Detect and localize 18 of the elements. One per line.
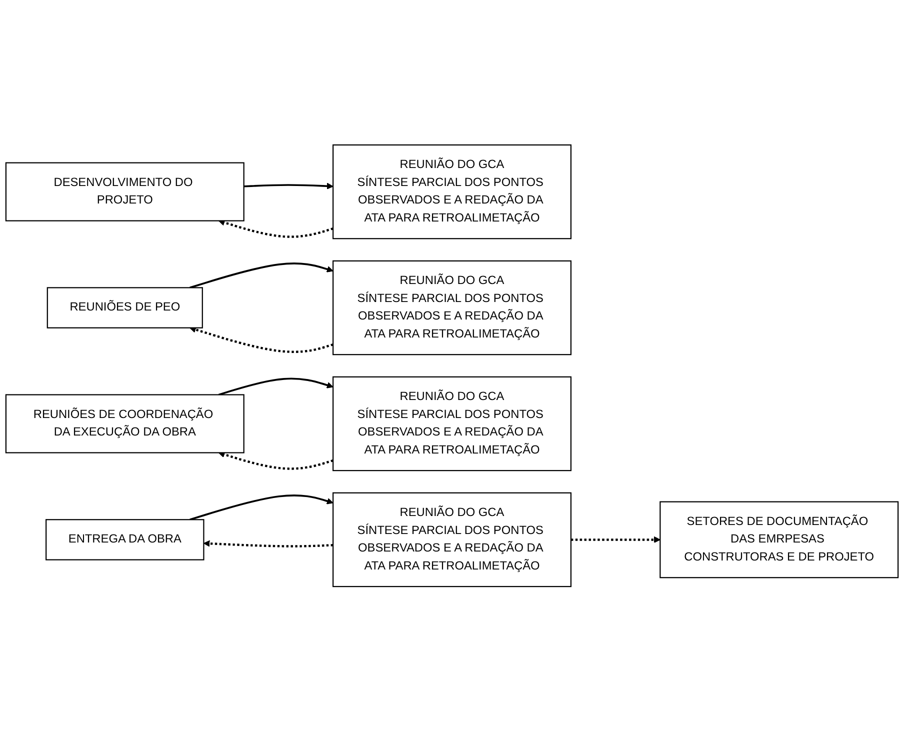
arrow (203, 540, 334, 548)
arrow (218, 219, 334, 238)
arrow (570, 536, 660, 543)
node-box: REUNIÃO DO GCA SÍNTESE PARCIAL DOS PONTOS OBSERVADOS E A REDAÇÃO DA ATA PARA RETROALIMETAÇÃO (332, 260, 572, 355)
arrow (190, 326, 334, 353)
arrow (190, 494, 334, 520)
arrow (190, 262, 334, 288)
node-box: SETORES DE DOCUMENTAÇÃO DAS EMRPESAS CONSTRUTORAS E DE PROJETO (660, 500, 899, 578)
node-box: REUNIÕES DE COORDENAÇÃO DA EXECUÇÃO DA OBRA (5, 394, 244, 454)
node-box: REUNIÃO DO GCA SÍNTESE PARCIAL DOS PONTOS OBSERVADOS E A REDAÇÃO DA ATA PARA RETROALIMETAÇÃO (332, 376, 572, 471)
node-box: REUNIÕES DE PEO (46, 286, 203, 328)
node-box: REUNIÃO DO GCA SÍNTESE PARCIAL DOS PONTOS OBSERVADOS E A REDAÇÃO DA ATA PARA RETROALIMETAÇÃO (332, 144, 572, 239)
arrow (218, 451, 334, 470)
node-box: DESENVOLVIMENTO DO PROJETO (5, 162, 244, 222)
node-box: REUNIÃO DO GCA SÍNTESE PARCIAL DOS PONTOS OBSERVADOS E A REDAÇÃO DA ATA PARA RETROALIMETAÇÃO (332, 492, 572, 587)
arrow (244, 182, 334, 190)
arrow (218, 377, 334, 396)
node-box: ENTREGA DA OBRA (46, 518, 204, 560)
